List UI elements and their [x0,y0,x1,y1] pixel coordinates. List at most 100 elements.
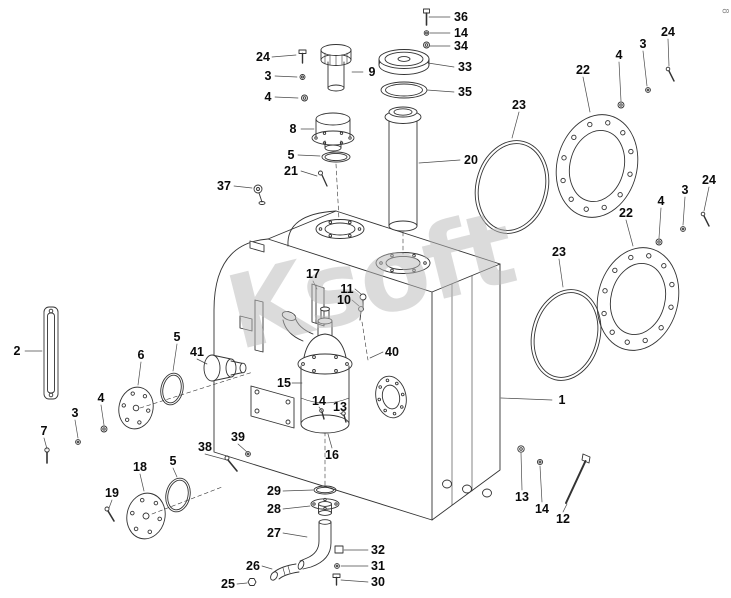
part-4-washer-c [655,238,663,246]
part-37-breather [253,184,266,205]
part-19-bolt [104,506,115,522]
front-flange [375,375,407,419]
part-36-bolt [423,8,430,26]
leader-line-17 [312,280,318,290]
part-35-gasket [380,81,428,99]
part-22-cover-ring-2 [596,247,680,351]
leader-line-13 [339,412,345,417]
part-9-filler-cap [320,44,352,92]
leader-line-12 [562,503,568,513]
part-3-washer-a [299,74,306,80]
part-3-washer-d [75,439,81,445]
leader-lines [24,16,710,585]
leader-line-20 [418,159,461,164]
leader-line-14 [318,406,323,412]
part-30-bolt [332,573,341,586]
leader-line-22 [582,76,591,113]
part-33-cover [378,49,430,75]
leader-line-4 [274,96,299,99]
part-34-washer [423,41,430,49]
part-41-adapter [203,354,247,382]
leader-line-24 [271,54,297,58]
part-13-washer [517,445,525,453]
part-28-flange [310,497,340,516]
part-11-fitting [359,293,367,309]
part-31-washer [334,563,340,569]
part-7-bolt [44,447,50,464]
leader-line-4 [100,404,105,426]
filler-opening [315,219,365,239]
leader-line-4 [618,61,622,102]
part-14-washer-top [423,30,430,36]
leader-line-3 [74,419,79,439]
leader-line-1 [500,397,553,401]
leader-line-25 [236,582,248,585]
part-24-bolt-c [700,211,710,227]
leader-line-10 [351,299,360,307]
leader-line-3 [274,75,298,78]
tube-opening [375,252,431,274]
leader-line-21 [300,170,318,177]
part-32-spacer [334,545,344,554]
leader-line-24 [667,38,670,67]
part-5-oring-filler [321,151,351,163]
leader-line-23 [511,111,520,139]
leader-line-11 [354,288,362,295]
leader-line-33 [427,62,455,68]
leader-line-3 [642,50,648,87]
leader-line-41 [196,358,208,365]
part-5-oring-bottom [165,477,191,513]
part-4-washer-a [301,94,308,102]
part-1-tank-body [213,210,501,521]
leader-line-5 [297,154,321,157]
leader-line-5 [172,343,178,372]
part-2-level-gauge [43,306,59,400]
leader-line-19 [108,499,113,509]
part-25-nut [247,578,257,586]
part-10-fitting [358,306,364,321]
part-27-elbow [297,519,332,570]
leader-line-7 [43,437,48,450]
part-4-washer-b [617,101,625,109]
part-20-suction-tube [384,106,422,232]
leader-line-29 [282,489,314,492]
part-23-seal-ring-2 [530,289,602,381]
part-21-stud [318,170,328,187]
leader-line-30 [340,579,369,583]
part-3-washer-c [680,226,686,232]
leader-line-24 [703,186,710,212]
leader-line-14 [539,465,543,503]
corner-mark: 8 [720,8,731,14]
leader-line-28 [282,505,311,510]
leader-line-35 [426,89,455,93]
part-24-bolt-a [298,49,307,64]
part-24-bolt-b [665,66,675,82]
leader-line-39 [237,443,248,453]
leader-line-27 [282,532,308,538]
leader-line-18 [139,473,145,492]
part-18-cover-plate [126,492,166,540]
leader-line-4 [658,207,662,239]
part-39-washer [245,451,251,457]
leader-line-26 [261,565,273,570]
leader-line-38 [204,453,228,461]
leader-line-5 [172,467,178,478]
part-3-washer-b [645,87,651,93]
part-23-seal-ring [474,140,550,234]
pump-assembly [281,306,353,434]
leader-line-40 [369,351,384,359]
part-12-bolt [565,453,591,504]
leader-line-16 [327,433,333,449]
part-6-cover-plate [118,386,154,430]
leader-line-37 [233,185,253,189]
leader-line-23 [558,258,564,288]
part-14-screw [319,408,325,420]
part-8-filler-neck [311,112,355,152]
part-26-hose [270,563,300,581]
part-29-seal [313,485,337,495]
leader-line-6 [137,361,142,386]
leader-line-13 [520,452,523,491]
leader-line-22 [625,219,634,247]
